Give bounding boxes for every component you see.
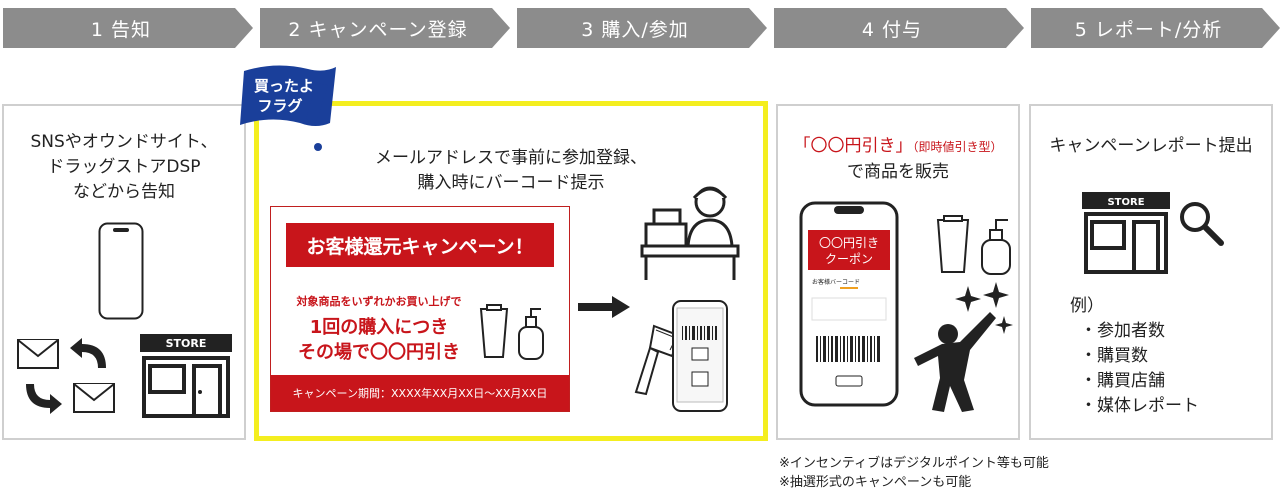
step-1-announce: 1 告知 bbox=[3, 8, 253, 48]
purchase-flag-icon: 買ったよ フラグ bbox=[240, 65, 336, 151]
coupon-title-2: クーポン bbox=[825, 252, 873, 266]
step-5-report: 5 レポート/分析 bbox=[1031, 8, 1280, 48]
coupon-subtitle: お客様バーコード bbox=[812, 278, 860, 286]
smartphone-icon bbox=[98, 222, 144, 320]
arrow-right-icon bbox=[578, 296, 630, 318]
report-heading: キャンペーンレポート提出 bbox=[1049, 136, 1253, 156]
flag-text-line1: 買ったよ bbox=[254, 77, 314, 95]
panel-registration-text: メールアドレスで事前に参加登録、 購入時にバーコード提示 bbox=[375, 148, 647, 193]
campaign-poster: お客様還元キャンペーン！ 対象商品をいずれかお買い上げで 1回の購入につき その… bbox=[270, 206, 570, 412]
process-steps: 1 告知 2 キャンペーン登録 3 購入/参加 4 付与 5 レポート/分析 bbox=[0, 8, 1280, 48]
step-3-purchase: 3 購入/参加 bbox=[517, 8, 767, 48]
panel-report: キャンペーンレポート提出 bbox=[1029, 104, 1273, 440]
store-icon-2: STORE bbox=[1082, 192, 1170, 274]
report-item: ・購買数 bbox=[1080, 346, 1148, 366]
coupon-phone-icon: 〇〇円引き クーポン お客様バーコード bbox=[799, 201, 899, 407]
example-label: 例） bbox=[1070, 296, 1104, 316]
smartphone-barcode-icon bbox=[672, 300, 728, 412]
store-sign-text: STORE bbox=[166, 337, 207, 350]
panel-announce: SNSやオウンドサイト、 ドラッグストアDSP などから告知 bbox=[2, 104, 246, 440]
cashier-icon bbox=[640, 186, 740, 280]
cosmetics-bottles-icon bbox=[479, 304, 544, 360]
cosmetics-bottles-icon-2 bbox=[936, 215, 1011, 275]
panel-announce-text: SNSやオウンドサイト、 ドラッグストアDSP などから告知 bbox=[30, 132, 218, 202]
report-examples: 例） ・参加者数 ・購買数 ・購買店舗 ・媒体レポート bbox=[1070, 294, 1199, 419]
step-2-registration: 2 キャンペーン登録 bbox=[260, 8, 510, 48]
report-item: ・購買店舗 bbox=[1080, 371, 1165, 391]
celebrating-person-icon bbox=[914, 282, 1013, 412]
grant-heading: 「〇〇円引き」 bbox=[793, 136, 913, 156]
coupon-title-1: 〇〇円引き bbox=[819, 236, 879, 250]
poster-subtitle: 対象商品をいずれかお買い上げで bbox=[296, 295, 462, 308]
poster-offer: 1回の購入につき その場で〇〇円引き bbox=[298, 317, 460, 363]
poster-period: キャンペーン期間：XXXX年XX月XX日～XX月XX日 bbox=[271, 375, 569, 411]
poster-title: お客様還元キャンペーン！ bbox=[286, 223, 554, 267]
magnifier-icon bbox=[1180, 202, 1224, 246]
email-exchange-icon bbox=[17, 338, 115, 414]
store-sign-text-2: STORE bbox=[1107, 197, 1144, 208]
report-item: ・媒体レポート bbox=[1080, 396, 1199, 416]
footnote-lottery: ※抽選形式のキャンペーンも可能 bbox=[779, 475, 972, 490]
store-icon: STORE bbox=[140, 334, 232, 418]
footnotes: ※インセンティブはデジタルポイント等も可能 ※抽選形式のキャンペーンも可能 bbox=[779, 454, 1049, 492]
step-4-grant: 4 付与 bbox=[774, 8, 1024, 48]
flag-text-line2: フラグ bbox=[257, 97, 302, 115]
grant-heading-note: （即時値引き型） bbox=[912, 140, 1003, 154]
report-item: ・参加者数 bbox=[1080, 321, 1165, 341]
panel-grant-text: 「〇〇円引き」（即時値引き型） で商品を販売 bbox=[793, 136, 1003, 182]
footnote-incentive: ※インセンティブはデジタルポイント等も可能 bbox=[779, 456, 1049, 471]
